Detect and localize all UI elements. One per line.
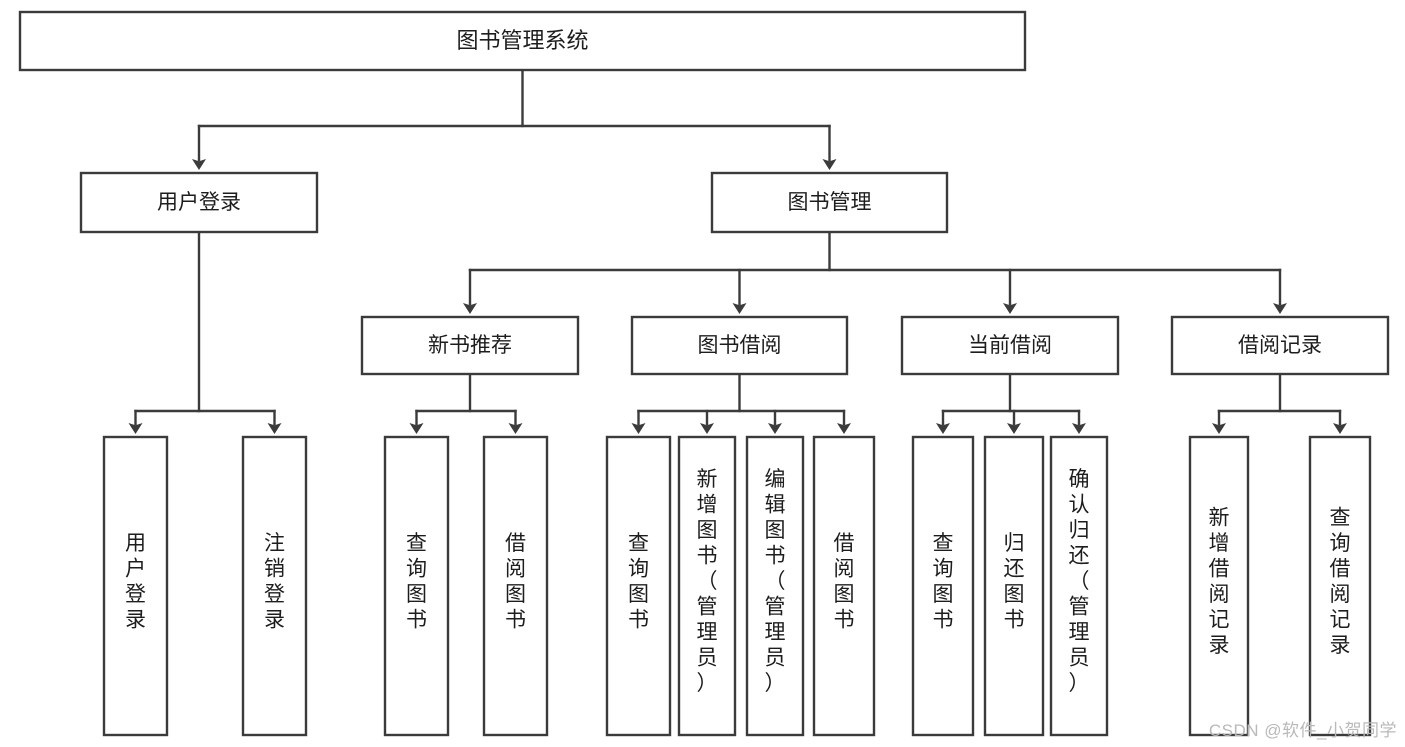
node-leaf-add-book-label: 新增图书（管理员） [697, 468, 718, 695]
node-book-manage-box[interactable] [710, 171, 949, 234]
node-leaf-borrow-book-1-label: 借阅图书 [505, 532, 526, 632]
node-new-book-recommend-label: 新书推荐 [428, 334, 512, 357]
node-leaf-borrow-book-1[interactable]: 借阅图书 [482, 435, 549, 737]
node-leaf-add-book[interactable]: 新增图书（管理员） [677, 435, 737, 737]
node-current-borrow[interactable]: 当前借阅 [900, 315, 1120, 376]
node-leaf-return-book-box[interactable] [983, 435, 1045, 737]
node-leaf-logout-login[interactable]: 注销登录 [241, 435, 308, 737]
node-leaf-add-book-box[interactable] [677, 435, 737, 737]
node-leaf-query-book-2[interactable]: 查询图书 [605, 435, 672, 737]
node-leaf-confirm-return-label: 确认归还（管理员） [1069, 468, 1090, 695]
node-new-book-recommend-box[interactable] [360, 315, 580, 376]
node-leaf-query-book-3-label: 查询图书 [933, 532, 954, 632]
node-current-borrow-label: 当前借阅 [968, 334, 1052, 357]
node-leaf-query-book-1[interactable]: 查询图书 [383, 435, 450, 737]
node-new-book-recommend[interactable]: 新书推荐 [360, 315, 580, 376]
node-leaf-query-book-2-label: 查询图书 [628, 532, 649, 632]
node-leaf-add-borrow-record-box[interactable] [1188, 435, 1250, 737]
node-leaf-query-book-1-box[interactable] [383, 435, 450, 737]
node-user-login-box[interactable] [79, 171, 319, 234]
node-user-login-label: 用户登录 [157, 191, 241, 214]
node-book-borrow-label: 图书借阅 [698, 334, 782, 357]
node-book-manage[interactable]: 图书管理 [710, 171, 949, 234]
node-leaf-user-login-box[interactable] [102, 435, 169, 737]
node-leaf-borrow-book-2-label: 借阅图书 [834, 532, 855, 632]
node-leaf-edit-book-label: 编辑图书（管理员） [765, 468, 786, 695]
node-borrow-record[interactable]: 借阅记录 [1170, 315, 1390, 376]
node-leaf-confirm-return[interactable]: 确认归还（管理员） [1049, 435, 1109, 737]
connector-layer [128, 68, 1347, 434]
node-leaf-query-book-1-label: 查询图书 [406, 532, 427, 632]
node-leaf-query-borrow-record-label: 查询借阅记录 [1330, 506, 1351, 657]
node-leaf-query-book-3-box[interactable] [911, 435, 975, 737]
node-leaf-borrow-book-2-box[interactable] [812, 435, 876, 737]
node-leaf-borrow-book-2[interactable]: 借阅图书 [812, 435, 876, 737]
node-book-borrow[interactable]: 图书借阅 [630, 315, 849, 376]
node-leaf-user-login[interactable]: 用户登录 [102, 435, 169, 737]
node-leaf-edit-book[interactable]: 编辑图书（管理员） [745, 435, 805, 737]
node-leaf-add-borrow-record-label: 新增借阅记录 [1209, 506, 1230, 657]
node-leaf-query-borrow-record[interactable]: 查询借阅记录 [1308, 435, 1372, 737]
node-leaf-edit-book-box[interactable] [745, 435, 805, 737]
node-leaf-query-borrow-record-box[interactable] [1308, 435, 1372, 737]
node-layer: 图书管理系统用户登录图书管理新书推荐图书借阅当前借阅借阅记录用户登录注销登录查询… [18, 10, 1390, 737]
node-leaf-user-login-label: 用户登录 [125, 532, 146, 632]
node-current-borrow-box[interactable] [900, 315, 1120, 376]
node-book-manage-label: 图书管理 [788, 191, 872, 214]
node-leaf-return-book-label: 归还图书 [1004, 532, 1025, 632]
node-borrow-record-box[interactable] [1170, 315, 1390, 376]
node-root[interactable]: 图书管理系统 [18, 10, 1027, 72]
node-leaf-return-book[interactable]: 归还图书 [983, 435, 1045, 737]
node-leaf-query-book-3[interactable]: 查询图书 [911, 435, 975, 737]
node-leaf-logout-login-box[interactable] [241, 435, 308, 737]
node-book-borrow-box[interactable] [630, 315, 849, 376]
node-user-login[interactable]: 用户登录 [79, 171, 319, 234]
node-borrow-record-label: 借阅记录 [1238, 334, 1322, 357]
node-leaf-logout-login-label: 注销登录 [264, 532, 285, 632]
node-leaf-add-borrow-record[interactable]: 新增借阅记录 [1188, 435, 1250, 737]
node-root-box[interactable] [18, 10, 1027, 72]
node-leaf-confirm-return-box[interactable] [1049, 435, 1109, 737]
node-leaf-borrow-book-1-box[interactable] [482, 435, 549, 737]
node-root-label: 图书管理系统 [456, 28, 588, 53]
node-leaf-query-book-2-box[interactable] [605, 435, 672, 737]
